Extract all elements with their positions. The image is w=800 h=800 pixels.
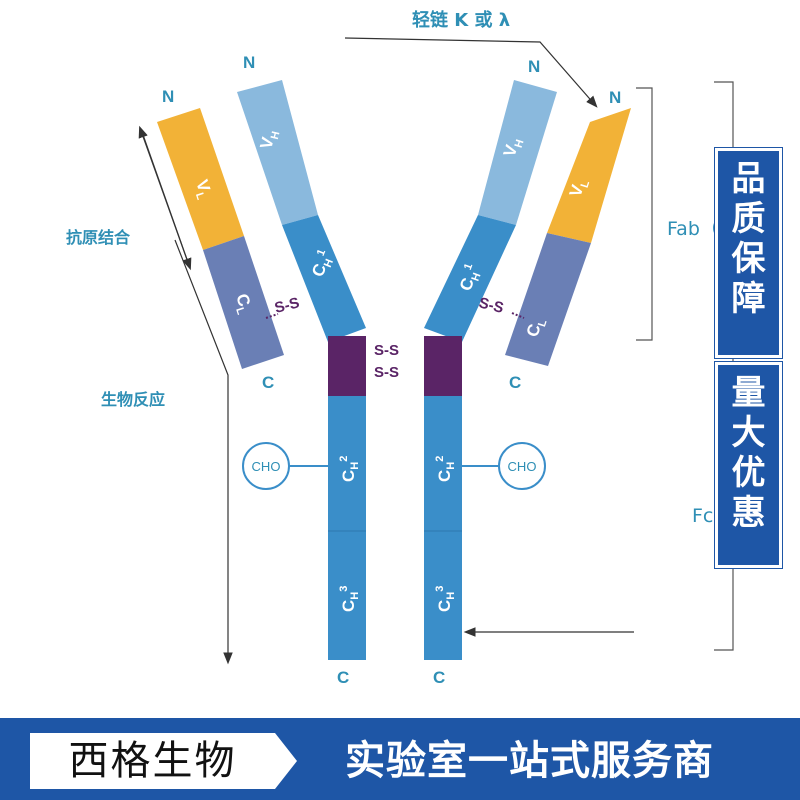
antigen-binding-arrow-back [138,125,191,269]
right-ch2-label: CH2 [434,456,457,482]
right-vl-label: VL [566,176,593,200]
brand-box-arrow [275,733,297,789]
left-light-c-terminus: C [262,373,275,392]
right-vl-domain [547,108,631,243]
right-ch1-domain [424,215,516,342]
left-vl-domain [157,108,244,250]
right-cl-domain [505,233,591,366]
left-ch3-domain [328,531,366,660]
left-ch1-domain [282,215,366,342]
right-light-c-terminus: C [509,373,522,392]
fab-bracket [636,87,653,341]
antigen-binding-label: 抗原结合 [66,228,131,247]
right-light-n-terminus: N [609,88,622,107]
left-vh-label: VH [256,128,282,152]
left-vh-domain [237,80,318,225]
light-chain-label: 轻链 K 或 λ [412,10,511,31]
left-cho-label: CHO [252,459,281,474]
fc-label: Fc [692,505,714,527]
bio-response-arrow [174,239,233,665]
hinge-ss-bond-1: S-S [374,342,399,359]
left-ss-bond: S-S [273,294,301,317]
left-cl-domain [203,236,284,369]
left-ch3-label: CH3 [338,586,361,612]
quality-guarantee-badge: 品质保障 [715,148,782,358]
left-light-n-terminus: N [162,87,175,106]
right-cho-circle [498,442,546,490]
light-chain-pointer [344,37,598,108]
left-ch1-label: CH1 [307,248,338,281]
left-heavy-c-terminus: C [337,668,350,687]
bio-response-label: 生物反应 [101,390,166,409]
left-heavy-n-terminus: N [243,53,256,72]
left-cho-circle [242,442,290,490]
right-vh-label: VH [500,135,527,160]
right-heavy-c-terminus: C [433,668,446,687]
bulk-discount-badge: 量大优惠 [715,362,782,568]
left-ch2-domain [328,396,366,531]
right-cho-label: CHO [508,459,537,474]
right-vh-domain [478,80,557,225]
right-ch2-domain [424,396,462,531]
right-cl-label: CL [523,315,550,340]
right-heavy-n-terminus: N [528,57,541,76]
hinge-ss-bond-2: S-S [374,364,399,381]
brand-box [30,733,275,789]
right-ss-bond: S-S [477,294,505,317]
right-hinge [424,336,462,396]
left-hinge [328,336,366,396]
fab-label: Fab（F [667,218,730,240]
brand-name: 西格生物 [68,738,237,784]
footer-slogan: 实验室一站式服务商 [345,738,714,784]
right-ch1-label: CH1 [455,262,486,295]
left-cl-label: CL [229,291,256,316]
left-ch2-label: CH2 [338,456,361,482]
right-ch3-domain [424,531,462,660]
right-ch3-label: CH3 [434,586,457,612]
